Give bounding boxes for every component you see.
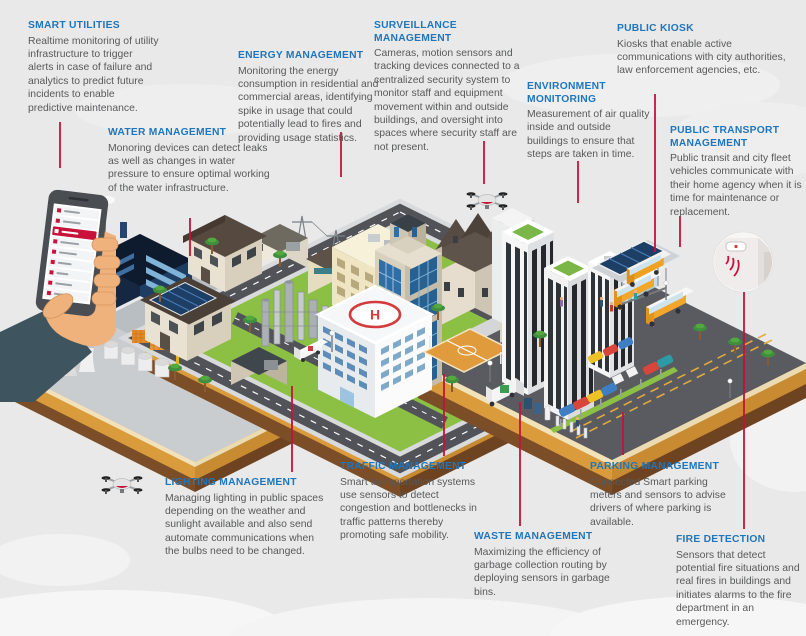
callout-title: WATER MANAGEMENT [108,127,227,138]
callout-body: Cameras, motion sensors and tracking dev… [374,48,520,153]
smoke-detector-icon [725,241,747,252]
rooftop-solar-panels [148,274,219,317]
callout-body: Connected Smart parking meters and senso… [590,476,726,528]
pedestrians [559,289,638,427]
callout-parking-management: PARKING MANAGEMENT Connected Smart parki… [590,461,732,529]
alert-waves-icon [725,255,740,277]
callout-body: Maximizing the efficiency of garbage col… [474,546,610,598]
callout-title: WASTE MANAGEMENT [474,531,593,542]
svg-text:H: H [370,307,380,323]
callout-title: SURVEILLANCE MANAGEMENT [374,20,457,44]
surveillance-drone-icon [466,192,508,210]
callout-surveillance-management: SURVEILLANCE MANAGEMENT Cameras, motion … [374,20,520,154]
fingers [42,237,121,319]
callout-body: Realtime monitoring of utility infrastru… [28,35,159,114]
callout-energy-management: ENERGY MANAGEMENT Monitoring the energy … [238,50,380,145]
callout-title: LIGHTING MANAGEMENT [165,477,297,488]
callout-fire-detection: FIRE DETECTION Sensors that detect poten… [676,534,806,629]
palm-trees [153,237,775,392]
callout-body: Monitoring the energy consumption in res… [238,65,379,144]
callout-title: FIRE DETECTION [676,534,766,545]
callout-lighting-management: LIGHTING MANAGEMENT Managing lighting in… [165,477,325,559]
tower-crown [390,214,426,254]
helipad: H [348,300,402,329]
callout-smart-utilities: SMART UTILITIES Realtime monitoring of u… [28,20,160,115]
callout-body: Managing lighting in public spaces depen… [165,492,324,558]
oil-tanks [103,340,170,378]
smartphone [35,189,109,317]
callout-environment-monitoring: ENVIRONMENT MONITORING Measurement of ai… [527,81,653,162]
callout-title: SMART UTILITIES [28,20,120,31]
garbage-truck [486,378,542,414]
callout-body: Kiosks that enable active communications… [617,38,786,77]
lighting-drone-icon [101,476,143,494]
callout-body: Measurement of air quality inside and ou… [527,109,650,161]
callout-title: TRAFFIC MANAGEMENT [340,461,467,472]
callout-public-transport-management: PUBLIC TRANSPORT MANAGEMENT Public trans… [670,125,804,219]
bike-station [544,405,588,439]
callout-body: Public transit and city fleet vehicles c… [670,153,802,218]
callout-traffic-management: TRAFFIC MANAGEMENT Smart transportation … [340,461,482,543]
street-lights [329,280,733,398]
ambulance [294,339,328,362]
callout-waste-management: WASTE MANAGEMENT Maximizing the efficien… [474,531,616,599]
callout-body: Smart transportation systems use sensors… [340,476,477,542]
callout-body: Monoring devices can detect leaks as wel… [108,142,270,194]
school-bus [614,250,694,327]
fire-detector-inset [712,231,774,293]
house-brown-roof [183,215,267,292]
callout-public-kiosk: PUBLIC KIOSK Kiosks that enable active c… [617,23,795,78]
callout-title: PUBLIC TRANSPORT MANAGEMENT [670,125,780,149]
parking-lot [550,337,678,433]
callout-title: ENERGY MANAGEMENT [238,50,364,61]
garage [231,347,287,385]
connector-lines [59,94,745,529]
callout-body: Sensors that detect potential fire situa… [676,549,800,628]
callout-title: PARKING MANAGEMENT [590,461,720,472]
callout-title: PUBLIC KIOSK [617,23,694,34]
parked-cars [558,337,674,417]
smartphone-in-hand [0,189,121,402]
callout-title: ENVIRONMENT MONITORING [527,81,606,105]
callout-water-management: WATER MANAGEMENT Monoring devices can de… [108,127,273,195]
phone-app-list [44,205,100,303]
hospital-building: H [315,284,435,418]
